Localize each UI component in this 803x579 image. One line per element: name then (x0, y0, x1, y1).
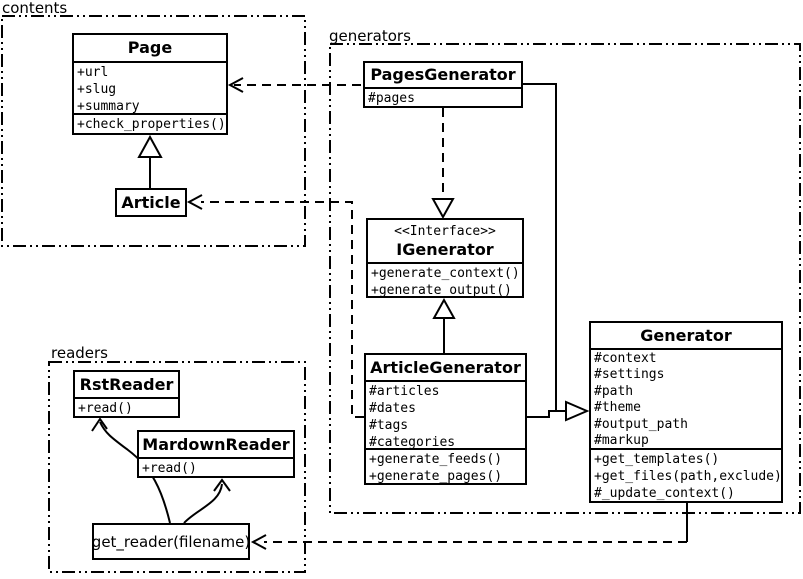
class-page-title: Page (127, 38, 173, 57)
class-article: Article (115, 188, 187, 217)
class-rstreader-methods: +read() (75, 397, 178, 418)
open-arrowhead-rstreader (91, 417, 108, 432)
realization-triangle-igenerator-bottom (432, 297, 456, 319)
class-page-attributes: +url +slug +summary (74, 61, 226, 114)
class-rstreader: RstReader +read() (73, 370, 180, 418)
open-arrowhead-article (186, 194, 203, 210)
class-igenerator: <<Interface>> IGenerator +generate_conte… (366, 218, 524, 298)
class-generator-methods: +get_templates() +get_files(path,exclude… (591, 448, 782, 503)
class-page: Page +url +slug +summary +check_properti… (72, 33, 228, 135)
package-label-readers: readers (51, 344, 108, 362)
open-arrowhead-getreader (250, 534, 267, 550)
class-articlegenerator-methods: +generate_feeds() +generate_pages() (366, 448, 525, 486)
class-generator: Generator #context #settings #path #them… (589, 321, 783, 503)
inheritance-triangle-generator (565, 400, 590, 422)
class-rstreader-title: RstReader (79, 375, 174, 394)
class-page-methods: +check_properties() (74, 113, 226, 134)
edge-articlegenerator-to-article-dashed (201, 201, 364, 418)
package-readers-boundary (48, 361, 306, 573)
class-pagesgenerator-title: PagesGenerator (370, 65, 516, 84)
package-contents-boundary (1, 15, 306, 247)
class-articlegenerator: ArticleGenerator #articles #dates #tags … (364, 353, 527, 485)
inheritance-triangle-page (137, 134, 163, 158)
function-box-get-reader-label: get_reader(filename) (91, 532, 251, 551)
class-articlegenerator-title: ArticleGenerator (370, 358, 521, 377)
realization-triangle-igenerator-top (431, 198, 455, 220)
class-igenerator-methods: +generate_context() +generate_output() (368, 262, 522, 300)
package-label-contents: contents (2, 0, 68, 17)
class-pagesgenerator-attributes: #pages (365, 87, 521, 108)
edge-getreader-to-rstreader-curve (99, 421, 171, 524)
class-generator-title: Generator (640, 326, 732, 345)
class-mardownreader-title: MardownReader (142, 435, 290, 454)
function-box-get-reader: get_reader(filename) (92, 523, 250, 560)
open-arrowhead-mardownreader (213, 478, 231, 492)
edge-pagesgenerator-to-generator (523, 83, 566, 412)
class-mardownreader-methods: +read() (139, 457, 293, 478)
class-articlegenerator-attributes: #articles #dates #tags #categories (366, 380, 525, 450)
package-label-generators: generators (329, 27, 411, 45)
class-generator-attributes: #context #settings #path #theme #output_… (591, 348, 781, 448)
class-igenerator-title: IGenerator (396, 240, 494, 259)
class-igenerator-stereotype: <<Interface>> (394, 224, 496, 239)
edge-articlegenerator-to-generator (527, 410, 566, 418)
class-pagesgenerator: PagesGenerator #pages (363, 61, 523, 108)
class-mardownreader: MardownReader +read() (137, 430, 295, 478)
package-generators-boundary (329, 43, 801, 514)
class-article-title: Article (121, 193, 181, 212)
class-igenerator-header: <<Interface>> IGenerator (368, 220, 522, 262)
edge-getreader-to-mardownreader-curve (183, 483, 223, 524)
open-arrowhead-page (227, 77, 244, 93)
